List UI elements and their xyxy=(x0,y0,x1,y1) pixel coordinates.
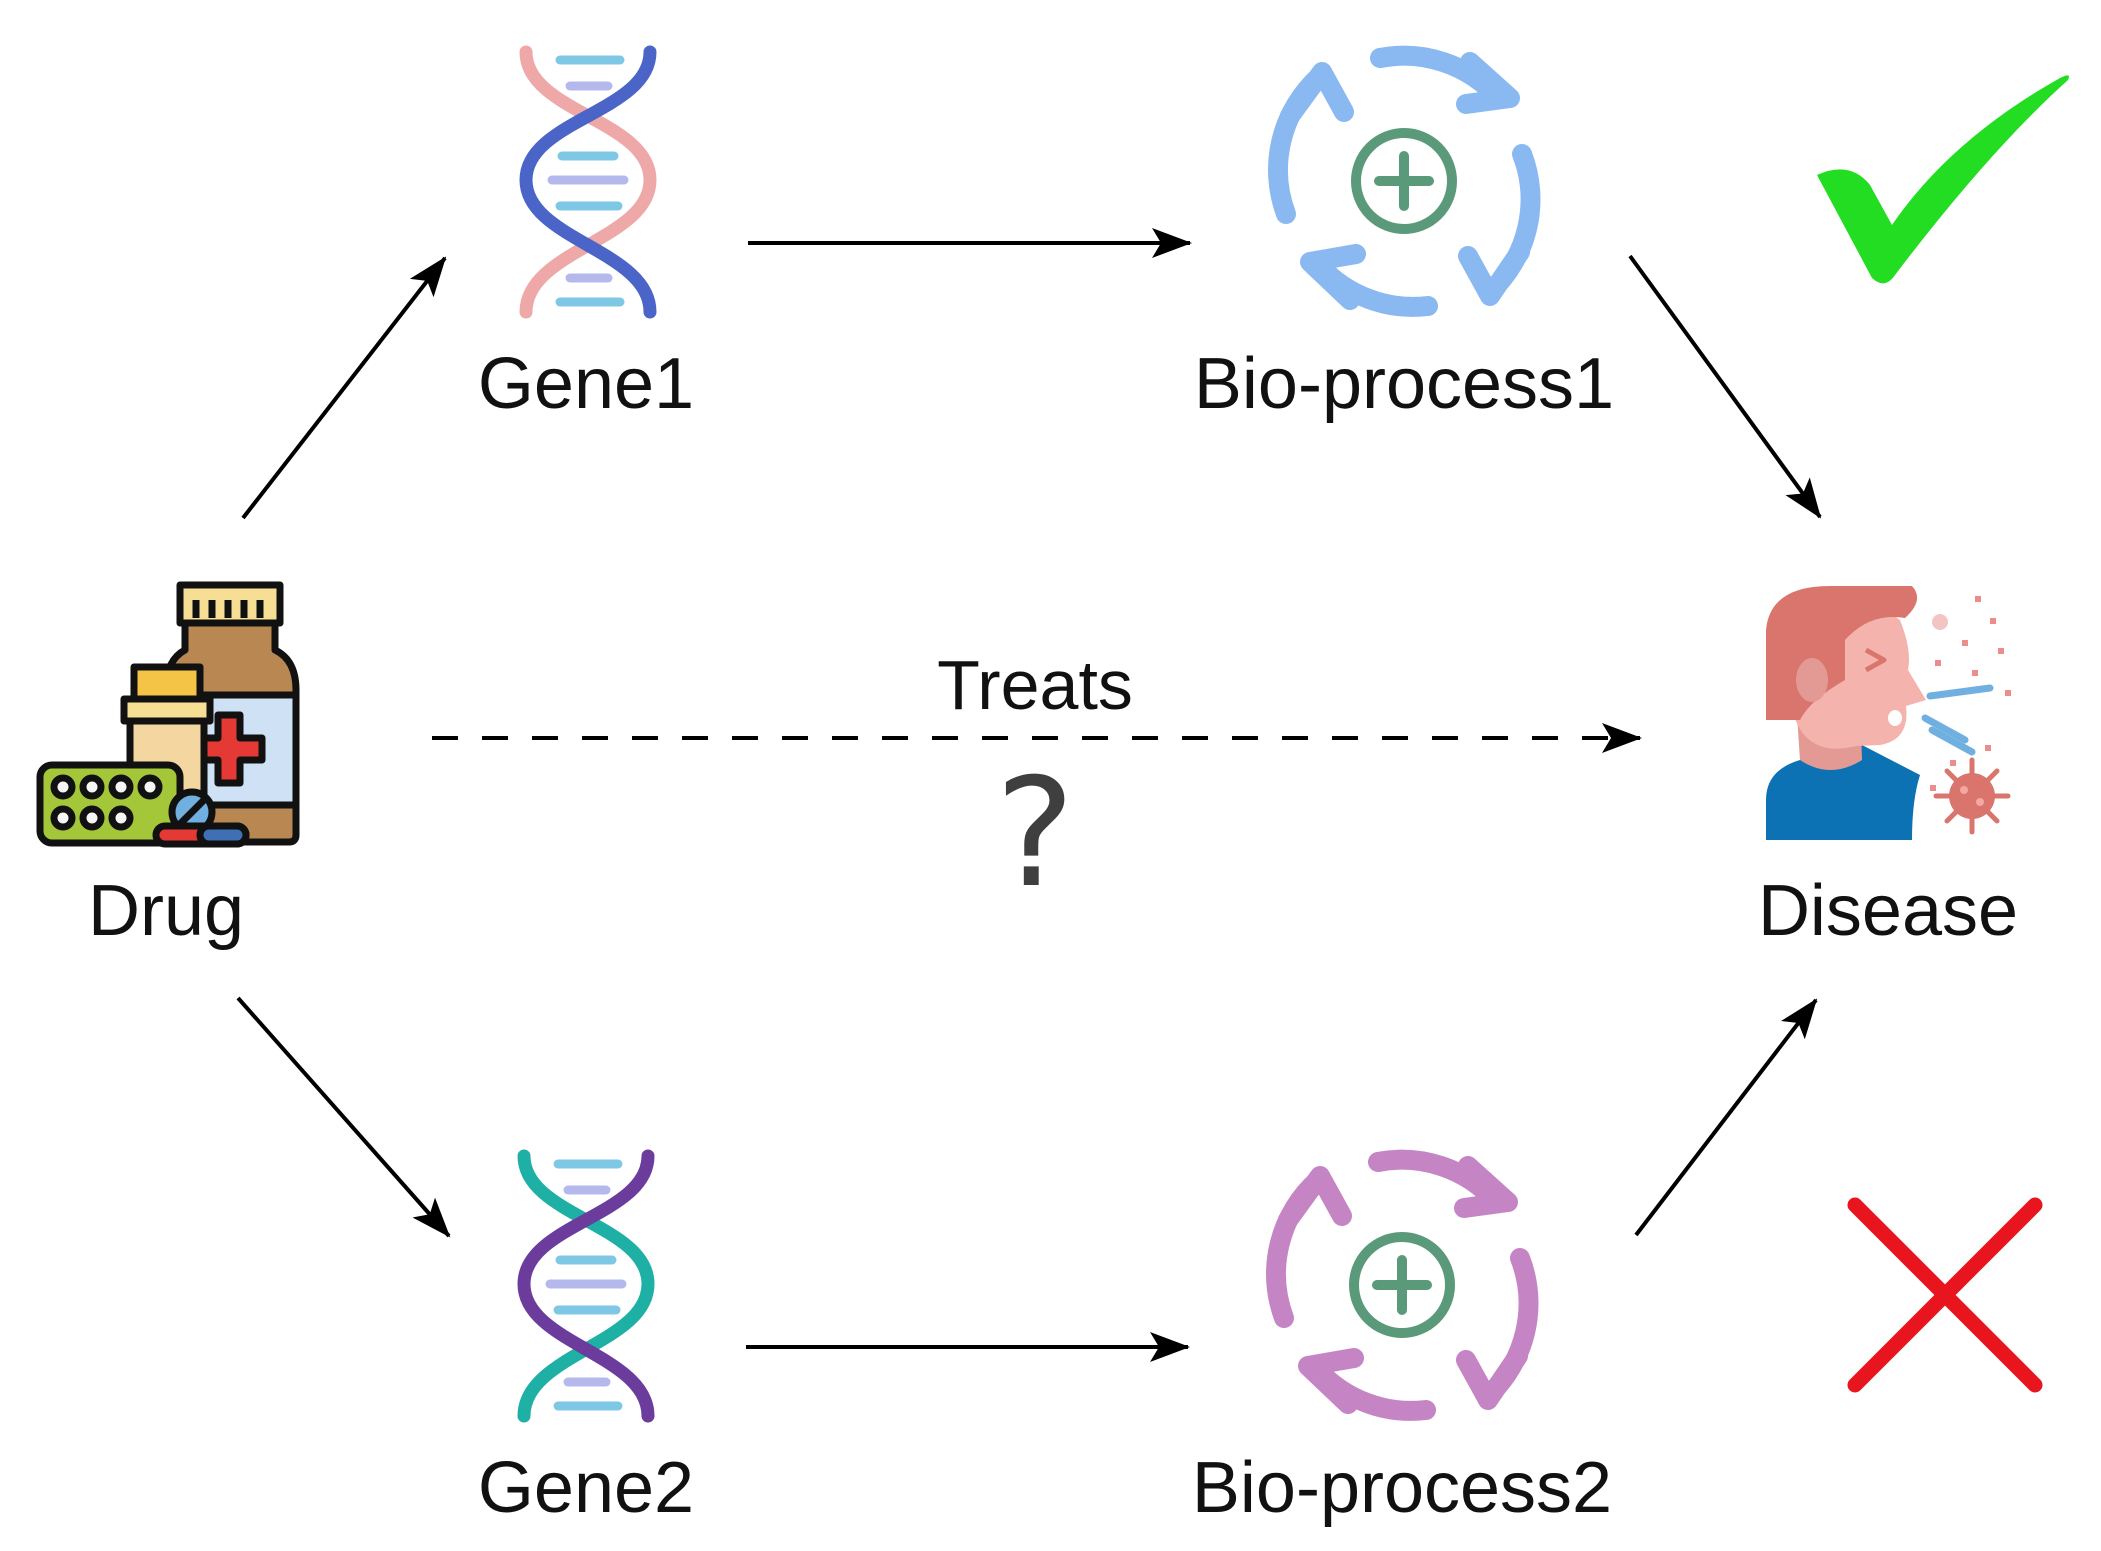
cycle-plus-icon xyxy=(1266,1149,1539,1421)
edge-drug-gene2 xyxy=(236,996,451,1238)
edge-bioprocess1-disease xyxy=(1628,254,1822,519)
bioprocess1-node: Bio-process1 xyxy=(1194,45,1614,424)
question-mark: ? xyxy=(995,747,1075,921)
bioprocess1-label: Bio-process1 xyxy=(1194,344,1614,424)
check-mark-icon xyxy=(1817,75,2069,284)
disease-node: Disease xyxy=(1758,586,2018,951)
gene1-node: Gene1 xyxy=(478,45,694,424)
bioprocess2-node: Bio-process2 xyxy=(1192,1149,1612,1528)
edge-drug-gene1 xyxy=(241,256,447,520)
cycle-plus-icon xyxy=(1268,45,1541,317)
drug-label: Drug xyxy=(88,871,244,951)
sick-person-icon xyxy=(1766,586,2011,840)
edge-bioprocess2-disease xyxy=(1634,998,1818,1237)
gene2-label: Gene2 xyxy=(478,1448,694,1528)
dna-helix-icon xyxy=(517,1149,655,1423)
cross-mark-icon xyxy=(1847,1197,2043,1393)
edges xyxy=(236,228,1822,1362)
bioprocess2-label: Bio-process2 xyxy=(1192,1448,1612,1528)
gene1-label: Gene1 xyxy=(478,344,694,424)
dna-helix-icon xyxy=(519,45,657,319)
drug-node: Drug xyxy=(36,581,300,951)
disease-label: Disease xyxy=(1758,871,2018,951)
gene2-node: Gene2 xyxy=(478,1149,694,1528)
treats-label: Treats xyxy=(937,646,1133,724)
medicine-bottles-icon xyxy=(36,581,300,848)
